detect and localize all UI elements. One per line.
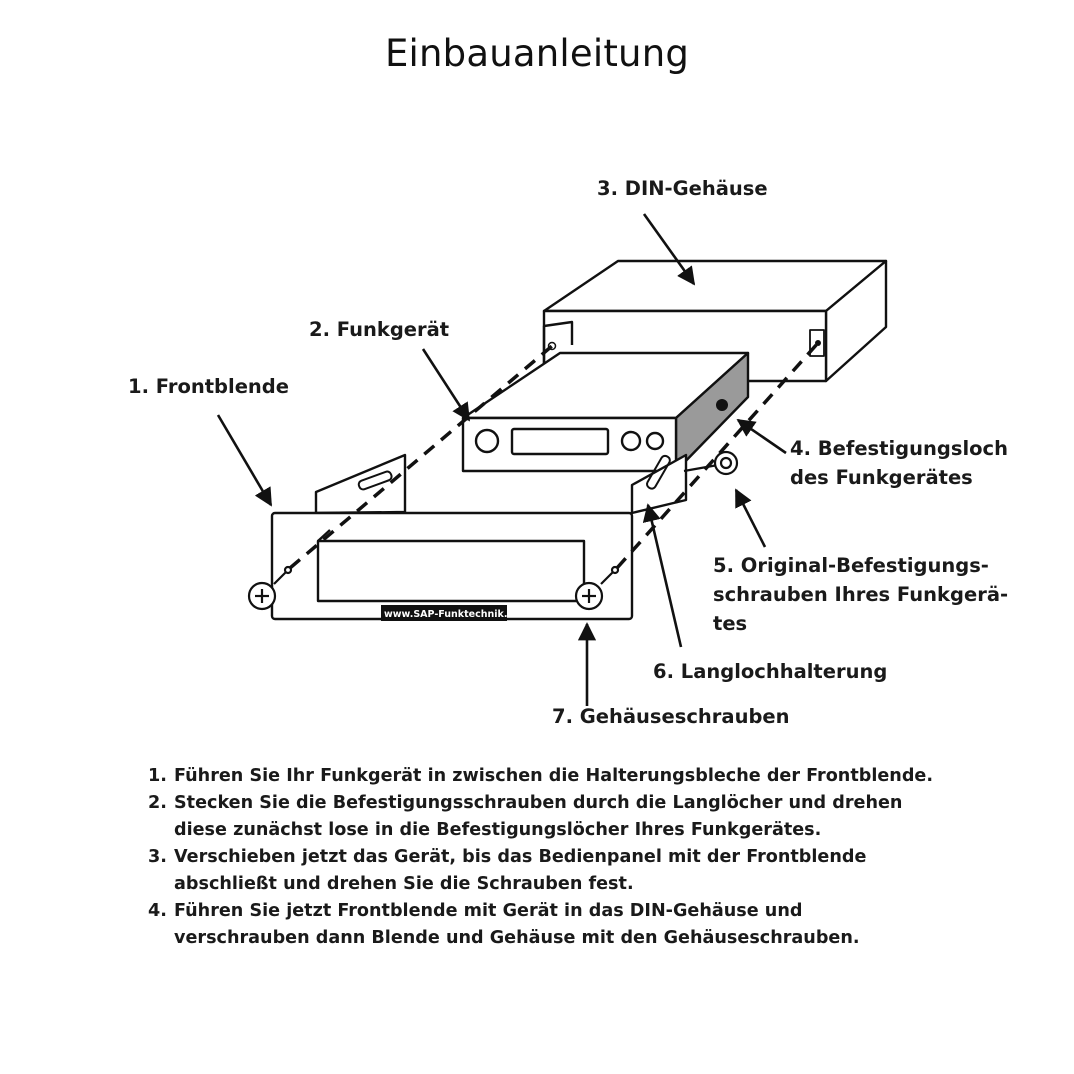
step-text: abschließt und drehen Sie die Schrauben …: [174, 874, 634, 894]
fixing-screw: [683, 450, 739, 476]
label-fixing-screws-2: schrauben Ihres Funkgerä-: [713, 583, 1008, 606]
mounting-hole: [716, 399, 728, 411]
alignment-lines: [288, 341, 820, 570]
step-number: 2.: [148, 793, 167, 813]
instruction-steps: 1. Führen Sie Ihr Funkgerät in zwischen …: [148, 763, 1028, 952]
step-text: verschrauben dann Blende und Gehäuse mit…: [174, 928, 860, 948]
front-bezel: [270, 453, 688, 621]
label-radio-device: 2. Funkgerät: [309, 318, 449, 341]
label-front-bezel: 1. Frontblende: [128, 375, 289, 398]
label-slot-holder: 6. Langlochhalterung: [653, 660, 887, 683]
page-title: Einbauanleitung: [384, 32, 690, 75]
label-fixing-screws-1: 5. Original-Befestigungs-: [713, 554, 989, 577]
step-text: Stecken Sie die Befestigungsschrauben du…: [174, 793, 903, 813]
step-3: 3. Verschieben jetzt das Gerät, bis das …: [148, 844, 1028, 898]
step-number: 4.: [148, 901, 167, 921]
step-1: 1. Führen Sie Ihr Funkgerät in zwischen …: [148, 763, 1028, 790]
step-2: 2. Stecken Sie die Befestigungsschrauben…: [148, 790, 1028, 844]
watermark-text: www.SAP-Funktechnik.de: [384, 609, 521, 620]
label-fixing-screws-3: tes: [713, 612, 747, 635]
step-text: Verschieben jetzt das Gerät, bis das Bed…: [174, 847, 867, 867]
label-din-housing: 3. DIN-Gehäuse: [597, 177, 768, 200]
step-text: Führen Sie jetzt Frontblende mit Gerät i…: [174, 901, 803, 921]
label-mounting-hole-1: 4. Befestigungsloch: [790, 437, 1008, 460]
housing-screws: [247, 565, 620, 611]
radio-device: [461, 351, 750, 473]
step-4: 4. Führen Sie jetzt Frontblende mit Gerä…: [148, 898, 1028, 952]
watermark: www.SAP-Funktechnik.de: [381, 605, 521, 621]
step-text: diese zunächst lose in die Befestigungsl…: [174, 820, 822, 840]
callout-arrows: [216, 213, 787, 706]
step-text: Führen Sie Ihr Funkgerät in zwischen die…: [174, 766, 934, 786]
step-number: 3.: [148, 847, 167, 867]
label-mounting-hole-2: des Funkgerätes: [790, 466, 973, 489]
label-housing-screws: 7. Gehäuseschrauben: [552, 705, 790, 728]
step-number: 1.: [148, 766, 167, 786]
